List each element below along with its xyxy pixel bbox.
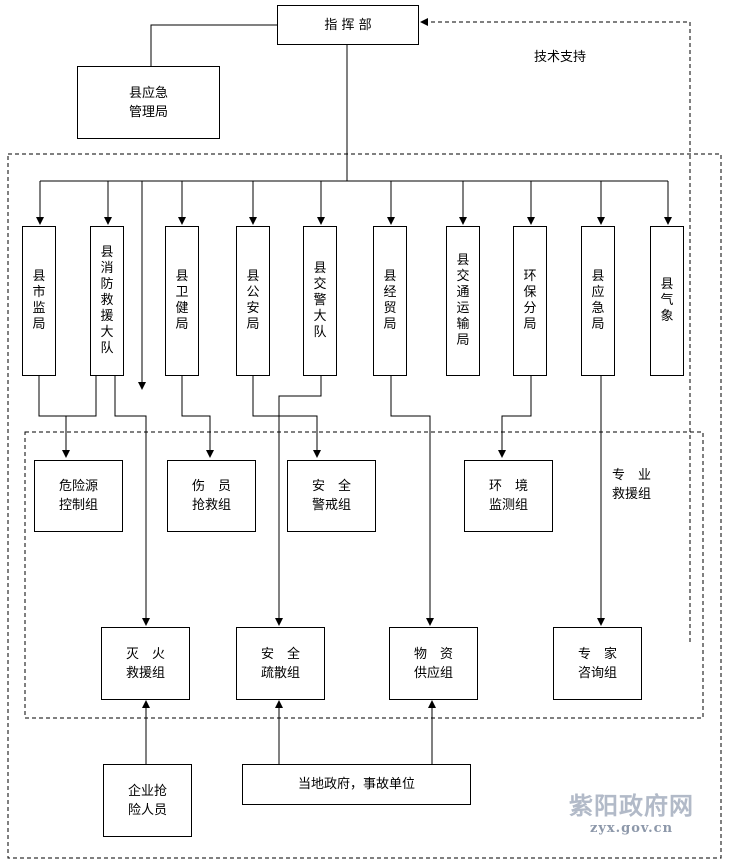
group-env-monitoring: 环 境 监测组 xyxy=(464,460,553,532)
group-fire-rescue: 灭 火 救援组 xyxy=(101,627,190,700)
group-security-cordon: 安 全 警戒组 xyxy=(287,460,376,532)
line-command-emergency xyxy=(150,24,277,66)
dept-public-security: 县公安局 xyxy=(236,226,270,376)
enterprise-rescue-staff: 企业抢 险人员 xyxy=(103,764,192,837)
professional-rescue-label: 专 业 救援组 xyxy=(612,468,652,502)
group-supplies: 物 资 供应组 xyxy=(389,627,478,700)
site-watermark: 紫阳政府网 zyx.gov.cn xyxy=(569,786,694,836)
dept-meteorology: 县气象 xyxy=(650,226,684,376)
dept-env-protection: 环保分局 xyxy=(513,226,547,376)
dept-traffic-police: 县交警大队 xyxy=(303,226,337,376)
group-evacuation: 安 全 疏散组 xyxy=(236,627,325,700)
dept-market-supervision: 县市监局 xyxy=(22,226,56,376)
command-label: 指 挥 部 xyxy=(324,17,372,33)
dept-emergency-bureau: 县应急局 xyxy=(581,226,615,376)
dept-fire-brigade: 县消防救援大队 xyxy=(90,226,124,376)
outer-dashed-frame xyxy=(7,153,722,859)
watermark-title: 紫阳政府网 xyxy=(569,791,694,820)
dept-economy-trade: 县经贸局 xyxy=(373,226,407,376)
emergency-mgmt-box: 县应急 管理局 xyxy=(77,66,220,139)
tech-support-label: 技术支持 xyxy=(534,50,587,65)
group-hazard-control: 危险源 控制组 xyxy=(34,460,123,532)
group-expert-consult: 专 家 咨询组 xyxy=(553,627,642,700)
command-box: 指 挥 部 xyxy=(277,5,419,45)
local-government-box: 当地政府，事故单位 xyxy=(242,764,471,805)
emergency-mgmt-label: 县应急 管理局 xyxy=(128,85,168,120)
tech-support-path xyxy=(420,18,691,642)
dept-health: 县卫健局 xyxy=(165,226,199,376)
dept-transport: 县交通运输局 xyxy=(446,226,480,376)
inner-dashed-frame xyxy=(24,431,704,719)
watermark-url: zyx.gov.cn xyxy=(589,821,674,836)
group-casualty-rescue: 伤 员 抢救组 xyxy=(167,460,256,532)
